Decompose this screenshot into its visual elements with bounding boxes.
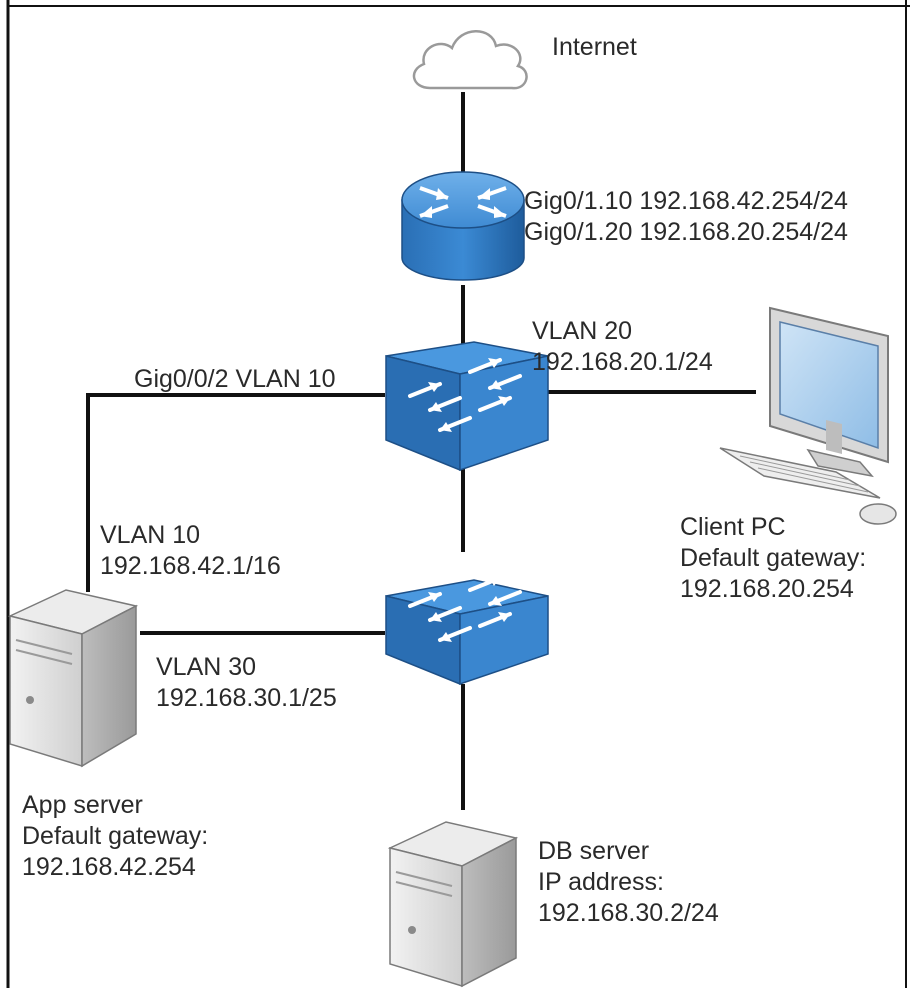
db-server-ip: 192.168.30.2/24 — [538, 899, 719, 927]
app-server-label: App server Default gateway: 192.168.42.2… — [22, 790, 208, 883]
vlan30-ip: 192.168.30.1/25 — [156, 684, 337, 712]
client-pc-gateway-label: Default gateway: — [680, 544, 867, 572]
router-interfaces: Gig0/1.10 192.168.42.254/24 Gig0/1.20 19… — [524, 186, 848, 248]
vlan30-name: VLAN 30 — [156, 653, 257, 681]
desktop-computer-icon — [719, 306, 897, 525]
db-server-label: DB server IP address: 192.168.30.2/24 — [538, 836, 719, 929]
db-server-icon — [387, 821, 519, 988]
client-pc-label: Client PC Default gateway: 192.168.20.25… — [680, 512, 866, 605]
vlan30-link-label: VLAN 30 192.168.30.1/25 — [156, 652, 337, 714]
app-server-name: App server — [22, 791, 143, 819]
db-server-name: DB server — [538, 837, 650, 865]
client-pc-name: Client PC — [680, 513, 786, 541]
router-interface-1: Gig0/1.10 192.168.42.254/24 — [524, 187, 848, 215]
trunk-link-label: Gig0/0/2 VLAN 10 — [134, 365, 336, 393]
internet-label: Internet — [552, 33, 637, 61]
vlan20-link-label: VLAN 20 192.168.20.1/24 — [532, 316, 713, 378]
vlan10-link-label: VLAN 10 192.168.42.1/16 — [100, 520, 281, 582]
cloud-icon — [412, 30, 528, 90]
vlan20-ip: 192.168.20.1/24 — [532, 348, 713, 376]
vlan10-ip: 192.168.42.1/16 — [100, 552, 281, 580]
client-pc-gateway: 192.168.20.254 — [680, 575, 854, 603]
core-switch-icon — [385, 341, 549, 472]
app-server-gateway: 192.168.42.254 — [22, 853, 196, 881]
link-core-switch-app-server — [86, 393, 385, 592]
router-icon — [401, 171, 525, 281]
frame — [6, 0, 910, 988]
app-server-gateway-label: Default gateway: — [22, 822, 209, 850]
links — [86, 92, 756, 810]
vlan10-name: VLAN 10 — [100, 521, 201, 549]
db-server-ip-label: IP address: — [538, 868, 665, 896]
access-switch-icon — [385, 576, 549, 686]
app-server-icon — [7, 589, 139, 768]
router-interface-2: Gig0/1.20 192.168.20.254/24 — [524, 218, 848, 246]
vlan20-name: VLAN 20 — [532, 317, 633, 345]
